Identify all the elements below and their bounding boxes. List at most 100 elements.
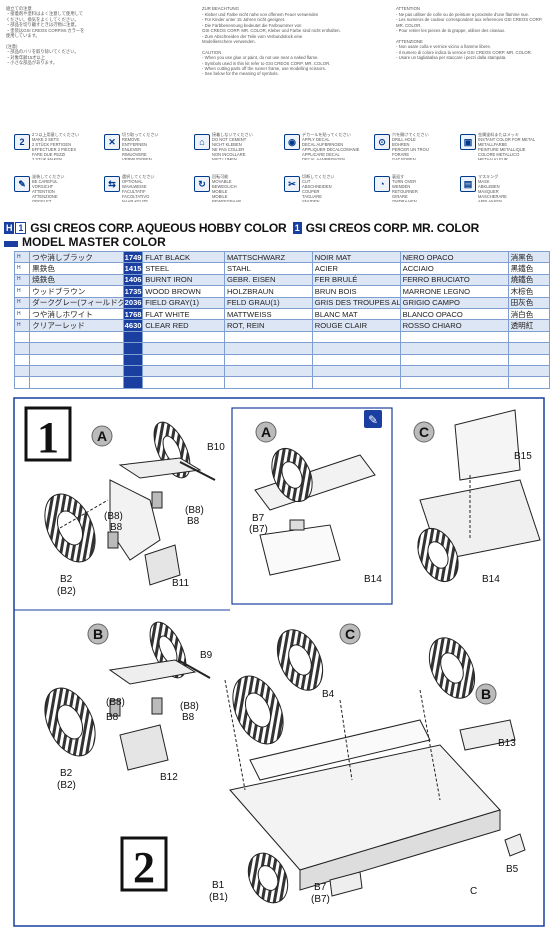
legend-item: ⌂接着しないでください DO NOT CEMENT NICHT KLEBEN N… bbox=[192, 132, 320, 160]
legend-text: 2つ以上用意してください MAKE 2 SETS 2 STÜCK FERTIGE… bbox=[32, 132, 80, 160]
callout-a-inset: A bbox=[255, 421, 277, 443]
label-b7: B7 bbox=[252, 513, 265, 524]
aqueous-badge-h: H bbox=[4, 222, 15, 234]
legend-item: ✂切断してください CUT ABSCHNEIDEN COUPER TAGLIAR… bbox=[282, 174, 410, 202]
legend-item: ✎塗装してください BE CAREFUL VORSICHT ATTENTION … bbox=[12, 174, 140, 202]
label-b15: B15 bbox=[514, 451, 532, 462]
legend-item: ↻回転可能 MOVABLE BEWEGLICH MOBILE MOBILE BE… bbox=[192, 174, 320, 202]
label-b8-right2: B8 bbox=[187, 516, 200, 527]
legend-item: ⊙穴を開けてください DRILL HOLE BOHREN PERCER UN T… bbox=[372, 132, 500, 160]
step-1-number: 1 bbox=[37, 413, 59, 462]
label-b8-left2: B8 bbox=[106, 712, 119, 723]
label-b5: B5 bbox=[506, 864, 519, 875]
seat-assembly-c bbox=[417, 409, 541, 582]
label-b8-right2: B8 bbox=[182, 712, 195, 723]
cement-pairs-icon: 2 bbox=[14, 134, 30, 150]
callout-c-label: C bbox=[345, 626, 355, 642]
label-b11: B11 bbox=[172, 578, 189, 589]
movable-icon: ↻ bbox=[194, 176, 210, 192]
color-cell-code: 1406 bbox=[123, 273, 144, 287]
label-b1p: (B1) bbox=[209, 892, 228, 903]
callout-b-label: B bbox=[93, 626, 103, 642]
legend-item: ◔裏返す TURN OVER WENDEN RETOURNER GIRARE O… bbox=[372, 174, 500, 202]
step-2-number: 2 bbox=[133, 843, 155, 892]
label-b7p: (B7) bbox=[249, 524, 268, 535]
label-b12: B12 bbox=[160, 772, 178, 783]
label-b7p: (B7) bbox=[311, 894, 330, 905]
color-cell-code bbox=[123, 376, 144, 389]
step-2-box bbox=[120, 836, 168, 892]
legend-text: 裏返す TURN OVER WENDEN RETOURNER GIRARE OM… bbox=[392, 174, 418, 202]
axle-assembly-b bbox=[44, 621, 211, 771]
callout-c-step1: C bbox=[413, 421, 435, 443]
color-row bbox=[13, 353, 551, 366]
callout-b-label: B bbox=[481, 686, 491, 702]
label-b2: B2 bbox=[60, 574, 73, 585]
brush-icon: ✎ bbox=[368, 413, 378, 427]
label-b1: B1 bbox=[212, 880, 225, 891]
label-b14-inset: B14 bbox=[364, 574, 382, 585]
cut-icon: ✂ bbox=[284, 176, 300, 192]
label-b8-right: (B8) bbox=[180, 701, 199, 712]
color-cell-en: CLEAR RED bbox=[142, 319, 225, 332]
callout-a-step1: A bbox=[91, 425, 113, 447]
model-master-swatch bbox=[4, 241, 18, 247]
label-b8-left: (B8) bbox=[106, 697, 125, 708]
label-b4: B4 bbox=[322, 689, 335, 700]
label-c: C bbox=[470, 886, 477, 897]
color-cell-code: 1415 bbox=[123, 262, 144, 275]
intro-japanese-text: 組立ての注意 ・接着剤や塗料はよく注意して使用して ください。換気をよくしてくだ… bbox=[6, 6, 85, 66]
main-chassis bbox=[224, 629, 526, 904]
intro-german-english-text: - Kleber und Farbe nicht nahe von offene… bbox=[202, 12, 341, 77]
legend-item: ▣金属塗料またはメッキ INSTANT COLOR FOR METAL META… bbox=[458, 132, 554, 160]
legend-text: デカールを貼ってください APPLY DECAL DECAL AUFBRINGE… bbox=[302, 132, 360, 160]
steps-frame bbox=[13, 397, 545, 927]
color-cell-code: 4630 bbox=[123, 319, 144, 332]
legend-item: ◉デカールを貼ってください APPLY DECAL DECAL AUFBRING… bbox=[282, 132, 410, 160]
color-cell-h bbox=[13, 376, 31, 389]
callout-a-label: A bbox=[97, 428, 107, 444]
label-b13: B13 bbox=[498, 738, 516, 749]
remove-part-icon: ✕ bbox=[104, 134, 120, 150]
callout-b-right: B bbox=[475, 683, 497, 705]
label-b10: B10 bbox=[207, 442, 225, 453]
paint-inset-icon bbox=[364, 410, 382, 428]
color-cell-code bbox=[123, 364, 144, 378]
legend-item: ▤マスキング MASK ABKLEBEN MASQUER MASCHERARE … bbox=[458, 174, 554, 202]
paint-icon: ✎ bbox=[14, 176, 30, 192]
color-row bbox=[13, 364, 551, 378]
no-cement-icon: ⌂ bbox=[194, 134, 210, 150]
callout-a-label: A bbox=[261, 424, 271, 440]
aqueous-badge-1: 1 bbox=[15, 222, 27, 234]
legend-item: ✕切り取ってください REMOVE ENTFERNEN ENLEVER RIMU… bbox=[102, 132, 230, 160]
legend-text: マスキング MASK ABKLEBEN MASQUER MASCHERARE A… bbox=[478, 174, 507, 202]
intro-german-title-text: ZUR BEACHTUNG bbox=[202, 6, 240, 11]
step-1-box bbox=[24, 406, 72, 462]
turn-over-icon: ◔ bbox=[374, 176, 390, 192]
masking-icon: ▤ bbox=[460, 176, 476, 192]
mr-color-title: GSI CREOS CORP. MR. COLOR bbox=[305, 221, 480, 235]
label-b8-left2: B8 bbox=[110, 522, 123, 533]
label-b9: B9 bbox=[200, 650, 213, 661]
label-b2p: (B2) bbox=[57, 586, 76, 597]
label-b8-right: (B8) bbox=[185, 505, 204, 516]
aqueous-hobby-color-title: GSI CREOS CORP. AQUEOUS HOBBY COLOR bbox=[30, 221, 287, 235]
legend-item: ⇆選択してください OPTIONAL WAHLWEISE FACULTATIF … bbox=[102, 174, 230, 202]
axle-assembly-a bbox=[44, 421, 216, 586]
option-icon: ⇆ bbox=[104, 176, 120, 192]
inset-chassis bbox=[254, 448, 376, 576]
legend-text: 接着しないでください DO NOT CEMENT NICHT KLEBEN NE… bbox=[212, 132, 253, 160]
color-row bbox=[13, 376, 551, 389]
legend-text: 金属塗料またはメッキ INSTANT COLOR FOR METAL METAL… bbox=[478, 132, 536, 160]
model-master-title: MODEL MASTER COLOR bbox=[22, 235, 166, 249]
color-cell-cn: 黑鐵色 bbox=[507, 262, 551, 275]
